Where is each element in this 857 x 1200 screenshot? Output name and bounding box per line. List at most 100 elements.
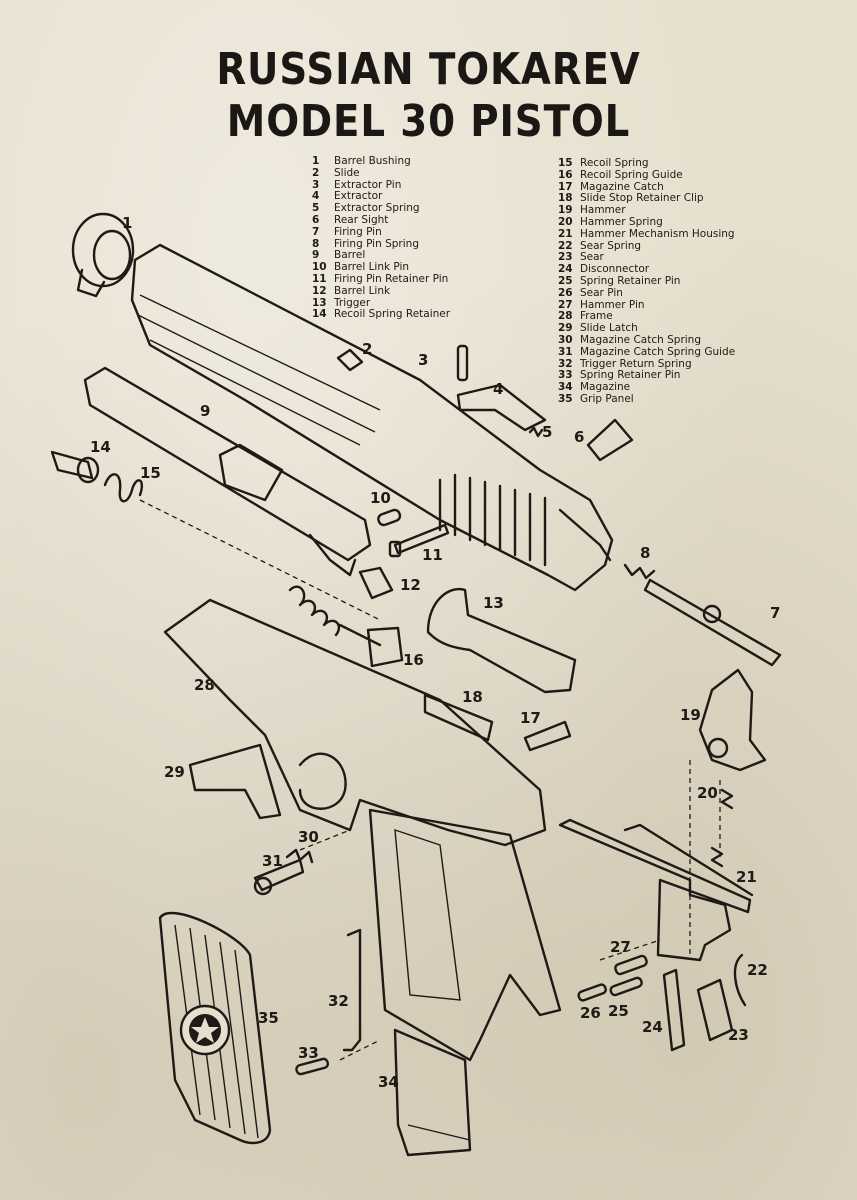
callout-12: 12	[400, 576, 421, 594]
legend-part-name: Recoil Spring Retainer	[334, 308, 451, 321]
callout-29: 29	[164, 763, 185, 781]
part-extractor-pin	[456, 344, 469, 382]
part-slide-latch	[188, 743, 282, 820]
legend-part-name: Barrel Bushing	[334, 155, 411, 167]
legend-row: 25 Spring Retainer Pin	[558, 274, 735, 288]
callout-18: 18	[462, 688, 483, 706]
legend-number: 34	[558, 381, 573, 394]
part-firing-pin-spring	[623, 563, 656, 580]
legend-row: 12 Barrel Link	[312, 284, 450, 298]
callout-11: 11	[422, 546, 443, 564]
legend-part-name: Slide	[334, 166, 360, 179]
part-magazine-catch-spring-guide	[253, 858, 305, 896]
legend-number: 1	[312, 155, 320, 167]
callout-2: 2	[362, 340, 372, 358]
legend-row: 3 Extractor Pin	[312, 178, 450, 192]
callout-20: 20	[697, 784, 718, 802]
legend-number: 18	[558, 192, 573, 205]
legend-number: 6	[312, 213, 320, 226]
legend-number: 19	[558, 204, 573, 217]
part-sear-spring	[733, 953, 747, 1007]
part-extractor	[456, 383, 547, 432]
legend-part-name: Magazine Catch	[580, 180, 664, 193]
legend-part-name: Barrel Link Pin	[334, 261, 410, 274]
legend-part-name: Hammer Pin	[580, 298, 645, 311]
legend-part-name: Magazine Catch Spring	[580, 333, 702, 346]
callout-10: 10	[370, 489, 391, 507]
legend-part-name: Firing Pin Retainer Pin	[334, 272, 449, 285]
legend-part-name: Barrel	[334, 249, 366, 262]
callout-8: 8	[640, 544, 650, 562]
legend-number: 24	[558, 263, 573, 276]
legend-number: 7	[312, 225, 320, 238]
legend-number: 11	[312, 272, 327, 285]
legend-part-name: Recoil Spring Guide	[580, 168, 683, 181]
legend-part-name: Spring Retainer Pin	[580, 369, 681, 382]
legend-part-name: Firing Pin Spring	[334, 237, 419, 250]
part-trigger-return-spring	[342, 928, 362, 1052]
part-grip-panel	[158, 911, 272, 1145]
legend-part-name: Extractor Pin	[334, 178, 402, 191]
legend-part-name: Slide Latch	[580, 322, 638, 335]
legend-row: 30 Magazine Catch Spring	[558, 333, 735, 347]
legend-number: 9	[312, 249, 320, 262]
legend-number: 25	[558, 274, 573, 287]
callout-16: 16	[403, 651, 424, 669]
callout-28: 28	[194, 676, 215, 694]
legend-part-name: Frame	[580, 310, 613, 323]
part-barrel-bushing	[71, 212, 135, 298]
part-recoil-spring	[103, 473, 144, 503]
callout-35: 35	[258, 1009, 279, 1027]
legend-number: 8	[312, 237, 320, 250]
legend-part-name: Firing Pin	[334, 225, 382, 238]
legend-part-name: Barrel Link	[334, 284, 391, 297]
callout-13: 13	[483, 594, 504, 612]
legend-number: 30	[558, 333, 573, 346]
legend-row: 19 Hammer	[558, 204, 735, 217]
legend-number: 23	[558, 251, 573, 264]
legend-number: 3	[312, 178, 320, 191]
part-slide-stop-retainer-clip	[423, 693, 494, 742]
legend-number: 29	[558, 322, 573, 335]
legend-row: 1 Barrel Bushing	[312, 155, 450, 168]
legend-number: 33	[558, 369, 573, 382]
part-rear-sight	[586, 418, 634, 462]
callout-33: 33	[298, 1044, 319, 1062]
callout-15: 15	[140, 464, 161, 482]
part-firing-pin-retainer-pin	[388, 523, 450, 558]
callout-labels: 1 2 3 4 5 6 7 8 9 10 11 12 13 14 15 16 1…	[90, 214, 780, 1091]
legend-part-name: Hammer	[580, 204, 626, 217]
part-spring-retainer-pin-33	[295, 1057, 330, 1076]
part-hammer-pin	[614, 954, 648, 976]
legend-number: 2	[312, 166, 320, 179]
assembly-lines	[139, 499, 721, 1061]
callout-21: 21	[736, 868, 757, 886]
callout-4: 4	[493, 380, 503, 398]
part-spring-retainer-pin-25	[609, 976, 643, 997]
legend-part-name: Grip Panel	[580, 392, 634, 405]
part-hammer-mechanism-housing	[558, 818, 754, 962]
callout-22: 22	[747, 961, 768, 979]
callout-5: 5	[542, 423, 552, 441]
legend-row: 9 Barrel	[312, 250, 450, 262]
legend-number: 22	[558, 239, 573, 252]
part-sear-pin	[577, 983, 607, 1002]
legend-part-name: Spring Retainer Pin	[580, 274, 681, 287]
legend-number: 12	[312, 284, 327, 297]
